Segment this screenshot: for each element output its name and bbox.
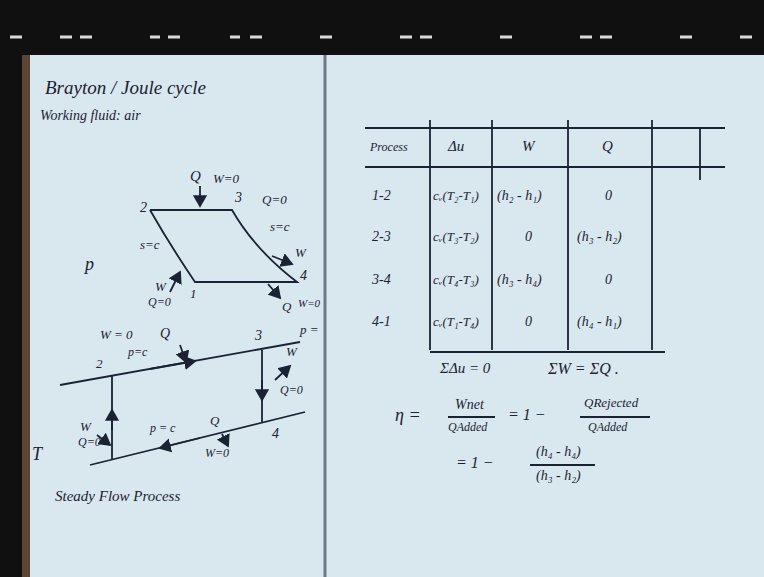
- handwritten-label: (h₂ - h₁): [497, 188, 542, 203]
- handwritten-label: W: [155, 280, 166, 294]
- handwritten-label: 1-2: [372, 188, 391, 203]
- handwritten-label: ΣΔu = 0: [440, 360, 490, 377]
- handwritten-label: 3: [255, 328, 262, 343]
- handwritten-label: W: [80, 420, 91, 434]
- handwritten-label: 0: [605, 272, 612, 287]
- handwritten-label: Q: [210, 414, 219, 428]
- handwritten-label: p = c: [150, 422, 175, 435]
- handwritten-label: s=c: [140, 238, 160, 252]
- handwritten-label: Working fluid: air: [40, 108, 141, 123]
- handwritten-label: s=c: [270, 220, 290, 234]
- handwritten-label: QAdded: [588, 421, 627, 434]
- board-title: Brayton / Joule cycle: [45, 78, 206, 99]
- handwritten-label: = 1 −: [508, 406, 546, 424]
- handwritten-label: W=0: [298, 297, 320, 309]
- handwritten-label: 4: [300, 268, 307, 283]
- handwritten-label: (h₄ - h₄): [536, 444, 581, 459]
- handwritten-label: η =: [395, 406, 421, 426]
- handwritten-label: ΣW = ΣQ .: [548, 360, 619, 378]
- handwritten-label: 4: [272, 426, 279, 441]
- handwritten-label: 0: [525, 314, 532, 329]
- handwritten-label: W=0: [213, 172, 239, 186]
- handwritten-label: Q: [190, 168, 201, 185]
- handwritten-label: 3-4: [372, 272, 391, 287]
- handwritten-label: Wnet: [455, 397, 484, 412]
- handwritten-label: Q=0: [148, 296, 171, 309]
- handwritten-label: (h₃ - h₂): [536, 468, 581, 483]
- handwritten-label: 2-3: [372, 229, 391, 244]
- handwritten-label: 2: [140, 200, 147, 215]
- handwritten-label: Q=0: [280, 384, 303, 397]
- handwritten-label: (h₃ - h₄): [497, 272, 542, 287]
- handwritten-label: Steady Flow Process: [55, 488, 180, 505]
- handwritten-label: 2: [96, 357, 103, 371]
- handwritten-label: (h₃ - h₂): [577, 229, 622, 244]
- handwritten-label: cᵥ(T₃-T₂): [433, 230, 479, 244]
- handwritten-label: 3: [235, 190, 242, 205]
- handwritten-label: p: [85, 255, 94, 275]
- handwritten-label: Δu: [448, 138, 464, 155]
- handwritten-label: cᵥ(T₁-T₄): [433, 315, 479, 329]
- handwritten-label: W=0: [205, 447, 229, 460]
- handwritten-label: 1: [190, 287, 197, 301]
- handwritten-label: QAdded: [448, 421, 487, 434]
- handwritten-label: W: [522, 138, 535, 155]
- handwritten-label: QRejected: [584, 396, 638, 410]
- handwritten-label: 0: [525, 229, 532, 244]
- handwritten-label: cᵥ(T₄-T₃): [433, 273, 479, 287]
- handwritten-label: Q: [160, 326, 170, 341]
- handwritten-label: = 1 −: [456, 454, 494, 472]
- handwritten-label: Q: [602, 138, 613, 155]
- handwritten-label: W: [295, 246, 306, 260]
- handwritten-label: p=c: [128, 346, 147, 359]
- handwritten-label: cᵥ(T₂-T₁): [433, 189, 479, 203]
- handwritten-label: Q: [282, 300, 291, 314]
- handwritten-label: T: [32, 445, 42, 465]
- handwritten-label: Process: [370, 141, 408, 154]
- handwritten-label: W = 0: [100, 328, 133, 342]
- handwritten-label: Q=0: [78, 436, 101, 449]
- handwritten-label: 4-1: [372, 314, 391, 329]
- handwritten-label: 0: [605, 188, 612, 203]
- handwritten-label: p =: [300, 323, 319, 337]
- handwritten-label: W: [286, 345, 297, 359]
- handwritten-label: (h₄ - h₁): [577, 314, 622, 329]
- handwritten-label: Q=0: [262, 193, 287, 207]
